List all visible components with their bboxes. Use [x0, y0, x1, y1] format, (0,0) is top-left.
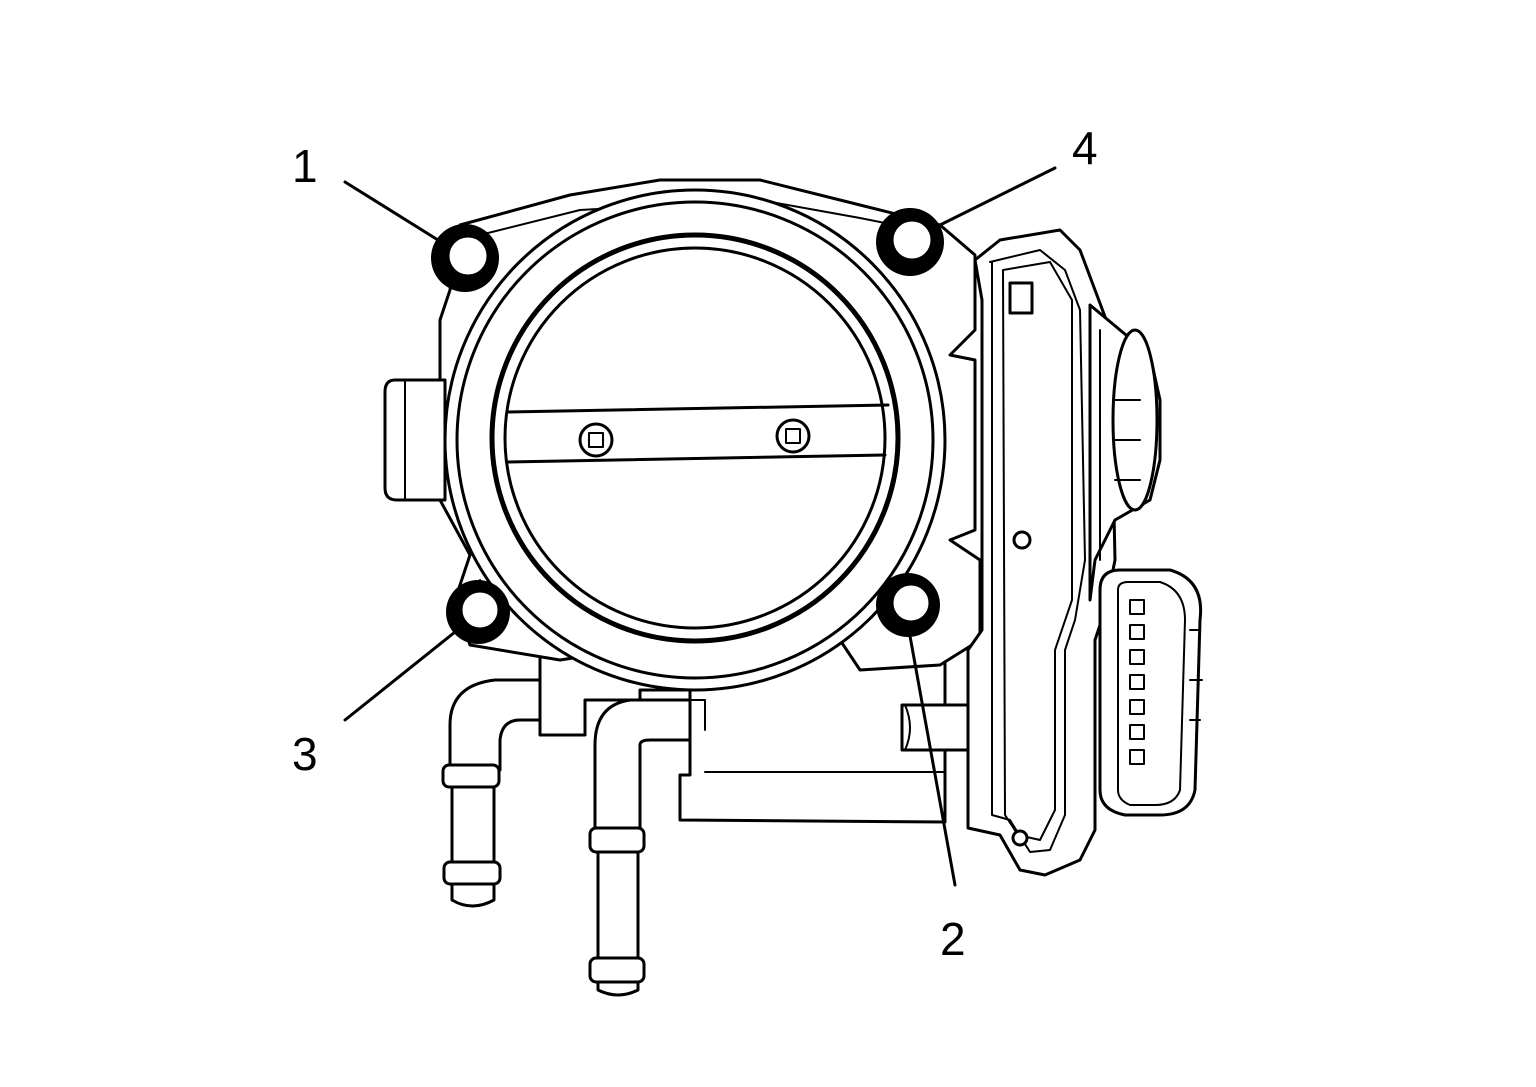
coolant-pipe-left	[441, 678, 542, 908]
leader-lines	[343, 166, 1057, 887]
bolt-3	[446, 580, 510, 644]
bolt-4	[876, 208, 944, 276]
bolt-2	[876, 573, 940, 637]
leader-line-2	[908, 634, 957, 887]
throttle-shaft	[505, 403, 890, 464]
leader-line-3	[343, 630, 457, 722]
left-side-boss	[383, 378, 447, 502]
bolt-1	[431, 224, 499, 292]
actuator-housing	[966, 228, 1117, 877]
leader-line-1	[343, 180, 440, 242]
callout-3: 3	[292, 728, 318, 780]
throttle-bore	[443, 188, 947, 692]
leader-line-4	[938, 166, 1057, 227]
motor-cap	[1088, 303, 1162, 602]
callout-1: 1	[292, 140, 318, 192]
callout-4: 4	[1072, 122, 1098, 174]
coolant-pipe-center	[588, 698, 692, 997]
callout-2: 2	[940, 913, 966, 965]
electrical-connector	[1098, 568, 1203, 817]
vent-stub	[900, 703, 978, 752]
